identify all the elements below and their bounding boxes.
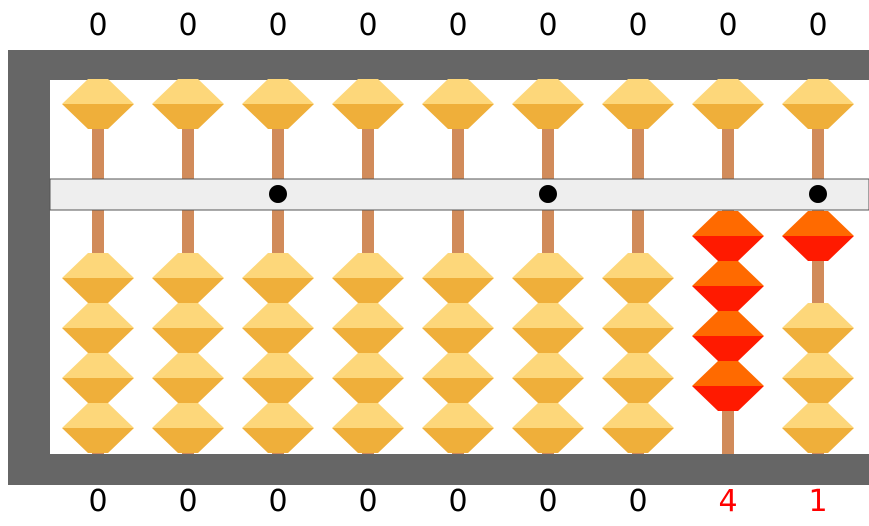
heaven-bead[interactable] (332, 79, 404, 129)
earth-bead[interactable] (602, 253, 674, 303)
earth-bead[interactable] (512, 253, 584, 303)
top-digit: 0 (538, 8, 558, 43)
unit-dot (809, 185, 827, 203)
earth-bead[interactable] (512, 403, 584, 453)
bottom-digit: 0 (448, 484, 468, 519)
unit-dot (539, 185, 557, 203)
heaven-bead[interactable] (62, 79, 134, 129)
earth-bead[interactable] (332, 353, 404, 403)
earth-bead[interactable] (602, 353, 674, 403)
earth-bead[interactable] (242, 253, 314, 303)
earth-bead[interactable] (602, 403, 674, 453)
earth-bead[interactable] (422, 353, 494, 403)
top-digit: 0 (808, 8, 828, 43)
earth-bead[interactable] (512, 303, 584, 353)
earth-bead[interactable] (422, 303, 494, 353)
earth-bead[interactable] (62, 253, 134, 303)
earth-bead[interactable] (62, 303, 134, 353)
earth-bead[interactable] (692, 261, 764, 311)
heaven-bead[interactable] (152, 79, 224, 129)
earth-bead[interactable] (512, 353, 584, 403)
earth-bead[interactable] (782, 403, 854, 453)
earth-bead[interactable] (242, 303, 314, 353)
top-digit: 0 (628, 8, 648, 43)
heaven-bead[interactable] (422, 79, 494, 129)
bottom-digit: 0 (358, 484, 378, 519)
earth-bead[interactable] (152, 303, 224, 353)
bottom-digit: 0 (538, 484, 558, 519)
earth-bead[interactable] (422, 403, 494, 453)
earth-bead[interactable] (602, 303, 674, 353)
top-digit: 0 (88, 8, 108, 43)
top-digit: 0 (448, 8, 468, 43)
heaven-bead[interactable] (782, 79, 854, 129)
heaven-bead[interactable] (602, 79, 674, 129)
top-digit: 0 (358, 8, 378, 43)
heaven-bead[interactable] (512, 79, 584, 129)
earth-bead[interactable] (332, 303, 404, 353)
earth-bead[interactable] (62, 403, 134, 453)
earth-bead[interactable] (242, 403, 314, 453)
top-digit: 0 (178, 8, 198, 43)
earth-bead[interactable] (692, 361, 764, 411)
earth-bead[interactable] (62, 353, 134, 403)
heaven-bead[interactable] (242, 79, 314, 129)
bottom-digit: 0 (178, 484, 198, 519)
top-digit: 0 (718, 8, 738, 43)
earth-bead[interactable] (422, 253, 494, 303)
earth-bead[interactable] (782, 303, 854, 353)
top-digit: 0 (268, 8, 288, 43)
earth-bead[interactable] (782, 211, 854, 261)
reckoning-bar (49, 178, 869, 211)
earth-bead[interactable] (152, 353, 224, 403)
earth-bead[interactable] (692, 311, 764, 361)
earth-bead[interactable] (152, 253, 224, 303)
earth-bead[interactable] (242, 353, 314, 403)
earth-bead[interactable] (782, 353, 854, 403)
earth-bead[interactable] (332, 253, 404, 303)
bottom-digit: 0 (628, 484, 648, 519)
unit-dot (269, 185, 287, 203)
earth-bead[interactable] (692, 211, 764, 261)
earth-bead[interactable] (152, 403, 224, 453)
earth-bead[interactable] (332, 403, 404, 453)
bottom-digit: 0 (268, 484, 288, 519)
bottom-digit: 4 (718, 484, 738, 519)
bottom-digit: 1 (808, 484, 828, 519)
bottom-digit: 0 (88, 484, 108, 519)
heaven-bead[interactable] (692, 79, 764, 129)
